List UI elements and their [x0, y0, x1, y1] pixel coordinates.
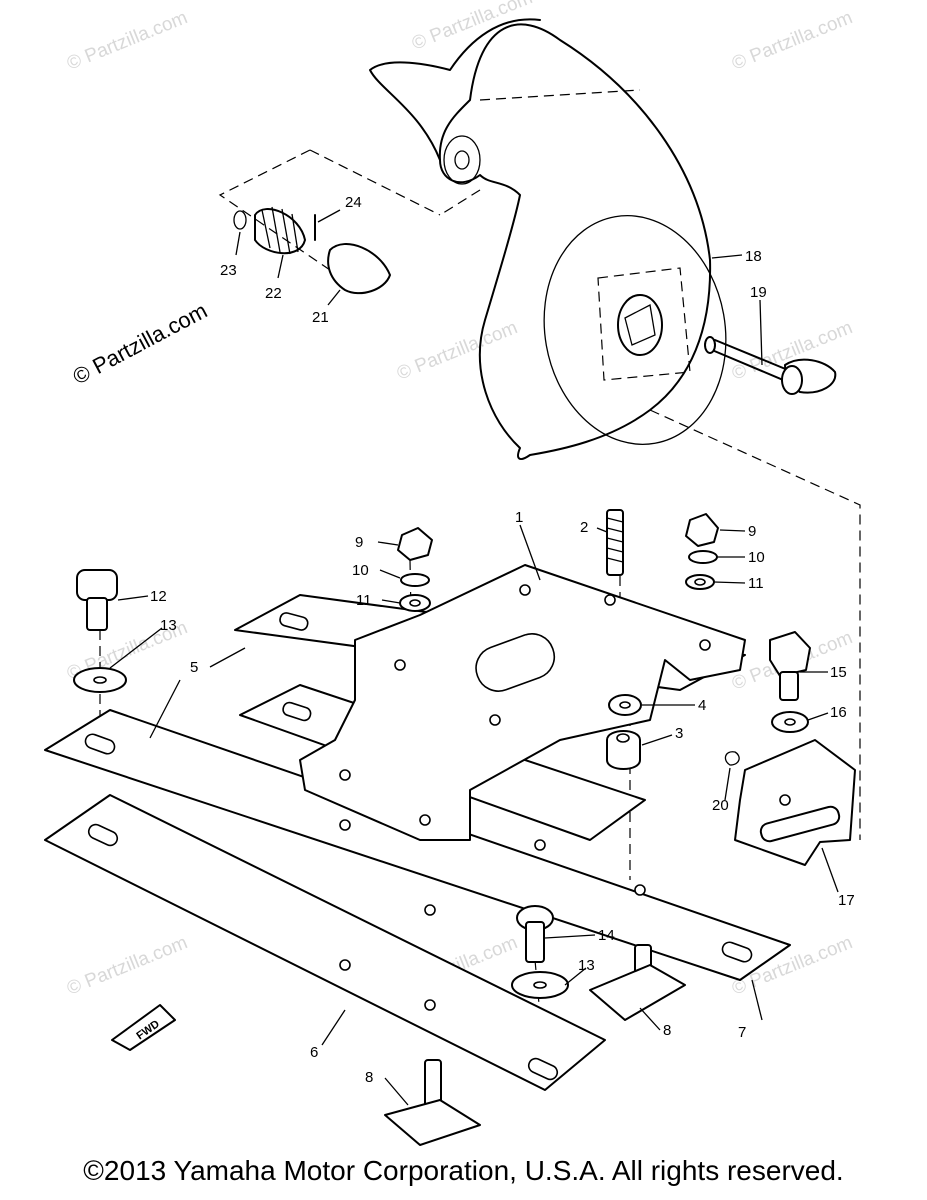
fan-shroud [369, 18, 727, 461]
part-label-5: 5 [190, 659, 198, 676]
part-label-19: 19 [750, 284, 767, 301]
copyright-notice: ©2013 Yamaha Motor Corporation, U.S.A. A… [83, 1155, 844, 1186]
part-label-4: 4 [698, 697, 706, 714]
knob-assembly [218, 149, 441, 295]
watermark-text: © Partzilla.com [394, 317, 521, 384]
part-label-21: 21 [312, 309, 329, 326]
hardware [73, 509, 856, 1146]
part-label-14: 14 [598, 927, 615, 944]
watermark-text: © Partzilla.com [64, 932, 191, 999]
part-label-9b: 9 [748, 523, 756, 540]
main-bracket [299, 564, 746, 841]
part-label-6: 6 [310, 1044, 318, 1061]
guide-line [649, 409, 861, 840]
part-label-10a: 10 [352, 562, 369, 579]
part-label-20: 20 [712, 797, 729, 814]
long-base-plate [44, 709, 791, 981]
part-label-10b: 10 [748, 549, 765, 566]
leader-lines [109, 209, 839, 1106]
part-label-23: 23 [220, 262, 237, 279]
part-label-13b: 13 [578, 957, 595, 974]
watermark-text: © Partzilla.com [729, 7, 856, 74]
fwd-direction-marker: FWD [111, 1004, 176, 1051]
part-label-1: 1 [515, 509, 523, 526]
part-label-12: 12 [150, 588, 167, 605]
part-label-15: 15 [830, 664, 847, 681]
watermark-text: © Partzilla.com [64, 7, 191, 74]
lower-plate [44, 794, 606, 1091]
part-label-18: 18 [745, 248, 762, 265]
part-label-2: 2 [580, 519, 588, 536]
shaft-bolt [704, 336, 837, 395]
part-label-13a: 13 [160, 617, 177, 634]
part-label-17: 17 [838, 892, 855, 909]
part-label-8a: 8 [663, 1022, 671, 1039]
part-label-8b: 8 [365, 1069, 373, 1086]
part-label-24: 24 [345, 194, 362, 211]
part-number-labels: 18 19 24 23 22 21 2 1 9 10 11 9 10 11 12… [150, 194, 855, 1086]
watermark-text: © Partzilla.com [409, 0, 536, 55]
part-label-7: 7 [738, 1024, 746, 1041]
partzilla-watermark: © Partzilla.com [69, 298, 212, 390]
part-label-11b: 11 [748, 575, 764, 592]
part-label-9a: 9 [355, 534, 363, 551]
part-label-11a: 11 [356, 592, 372, 609]
part-label-3: 3 [675, 725, 683, 742]
part-label-22: 22 [265, 285, 282, 302]
part-label-16: 16 [830, 704, 847, 721]
